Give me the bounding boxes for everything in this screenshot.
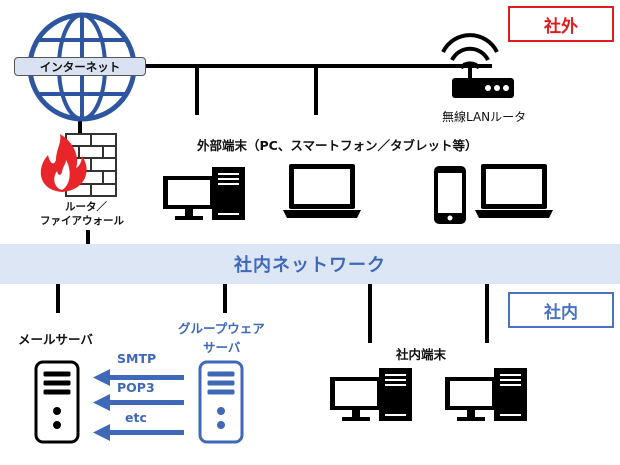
network-lines <box>56 64 492 343</box>
internet-label: インターネット <box>14 57 146 76</box>
desktop-pc-icon <box>163 167 245 220</box>
external-devices-label: 外部端末（PC、スマートフォン／タブレット等） <box>197 138 478 153</box>
firewall-icon <box>40 133 117 197</box>
outside-badge: 社外 <box>508 6 614 42</box>
protocol-arrows <box>93 369 184 441</box>
internal-network-band: 社内ネットワーク <box>0 244 620 284</box>
groupware-server-label-line2: サーバ <box>203 340 241 355</box>
smartphone-icon <box>434 166 466 224</box>
inside-badge: 社内 <box>508 292 614 328</box>
server-icon <box>34 360 80 444</box>
server-icon <box>198 360 244 444</box>
laptop-icon <box>283 164 361 218</box>
desktop-pc-icon <box>445 368 527 421</box>
firewall-label-line1: ルータ／ <box>65 201 107 213</box>
wifi-router-icon <box>441 33 514 98</box>
protocol-smtp: SMTP <box>117 351 157 366</box>
protocol-etc: etc <box>125 410 147 425</box>
mail-server-label: メールサーバ <box>18 332 93 347</box>
protocol-pop3: POP3 <box>117 380 155 395</box>
laptop-icon <box>475 164 553 218</box>
internal-devices-label: 社内端末 <box>396 347 447 362</box>
firewall-label-line2: ファイアウォール <box>40 215 124 227</box>
wireless-router-label: 無線LANルータ <box>442 110 527 124</box>
desktop-pc-icon <box>330 368 412 421</box>
groupware-server-label-line1: グループウェア <box>178 321 265 336</box>
